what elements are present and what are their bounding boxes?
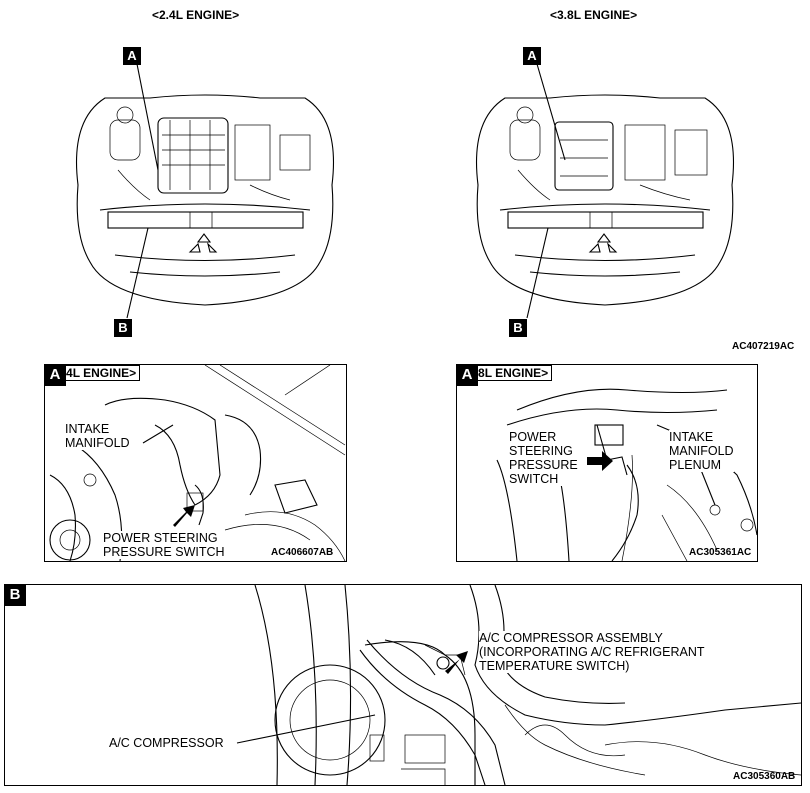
callout-a-right: A [523, 47, 541, 65]
figure-code-b: AC305360AB [733, 771, 796, 782]
detail-a-24-badge: A [44, 364, 66, 386]
car-front-38-drawing [475, 63, 735, 319]
detail-a-24-panel: <2.4L ENGINE> INTAKE MANIFOLD POWER STEE… [44, 364, 347, 562]
label-ac-compressor-assembly: A/C COMPRESSOR ASSEMBLY (INCORPORATING A… [479, 631, 705, 673]
detail-a-38-badge: A [456, 364, 478, 386]
callout-b-right: B [509, 319, 527, 337]
right-engine-header: <3.8L ENGINE> [550, 8, 638, 22]
figure-code-a-24: AC406607AB [271, 547, 334, 558]
callout-a-left: A [123, 47, 141, 65]
detail-b-panel: A/C COMPRESSOR ASSEMBLY (INCORPORATING A… [4, 584, 802, 786]
detail-a-38-drawing [496, 388, 757, 561]
label-ac-compressor: A/C COMPRESSOR [109, 736, 224, 750]
figure-code-top: AC407219AC [732, 341, 795, 352]
label-ps-pressure-switch-24: POWER STEERING PRESSURE SWITCH [103, 531, 225, 559]
detail-b-badge: B [4, 584, 26, 606]
detail-a-24-title: <2.4L ENGINE> [45, 365, 141, 381]
figure-code-a-38: AC305361AC [689, 547, 752, 558]
car-front-24-drawing [75, 63, 335, 319]
detail-a-38-title: <3.8L ENGINE> [457, 365, 553, 381]
label-ps-pressure-switch-38: POWER STEERING PRESSURE SWITCH [509, 430, 578, 486]
detail-b-drawing [236, 585, 801, 785]
callout-b-left: B [114, 319, 132, 337]
label-intake-manifold-24: INTAKE MANIFOLD [65, 422, 130, 450]
detail-a-24-drawing [49, 365, 346, 561]
label-intake-manifold-plenum: INTAKE MANIFOLD PLENUM [669, 430, 734, 472]
detail-a-38-panel: <3.8L ENGINE> POWER STEERING PRESSURE SW… [456, 364, 758, 562]
left-engine-header: <2.4L ENGINE> [152, 8, 240, 22]
